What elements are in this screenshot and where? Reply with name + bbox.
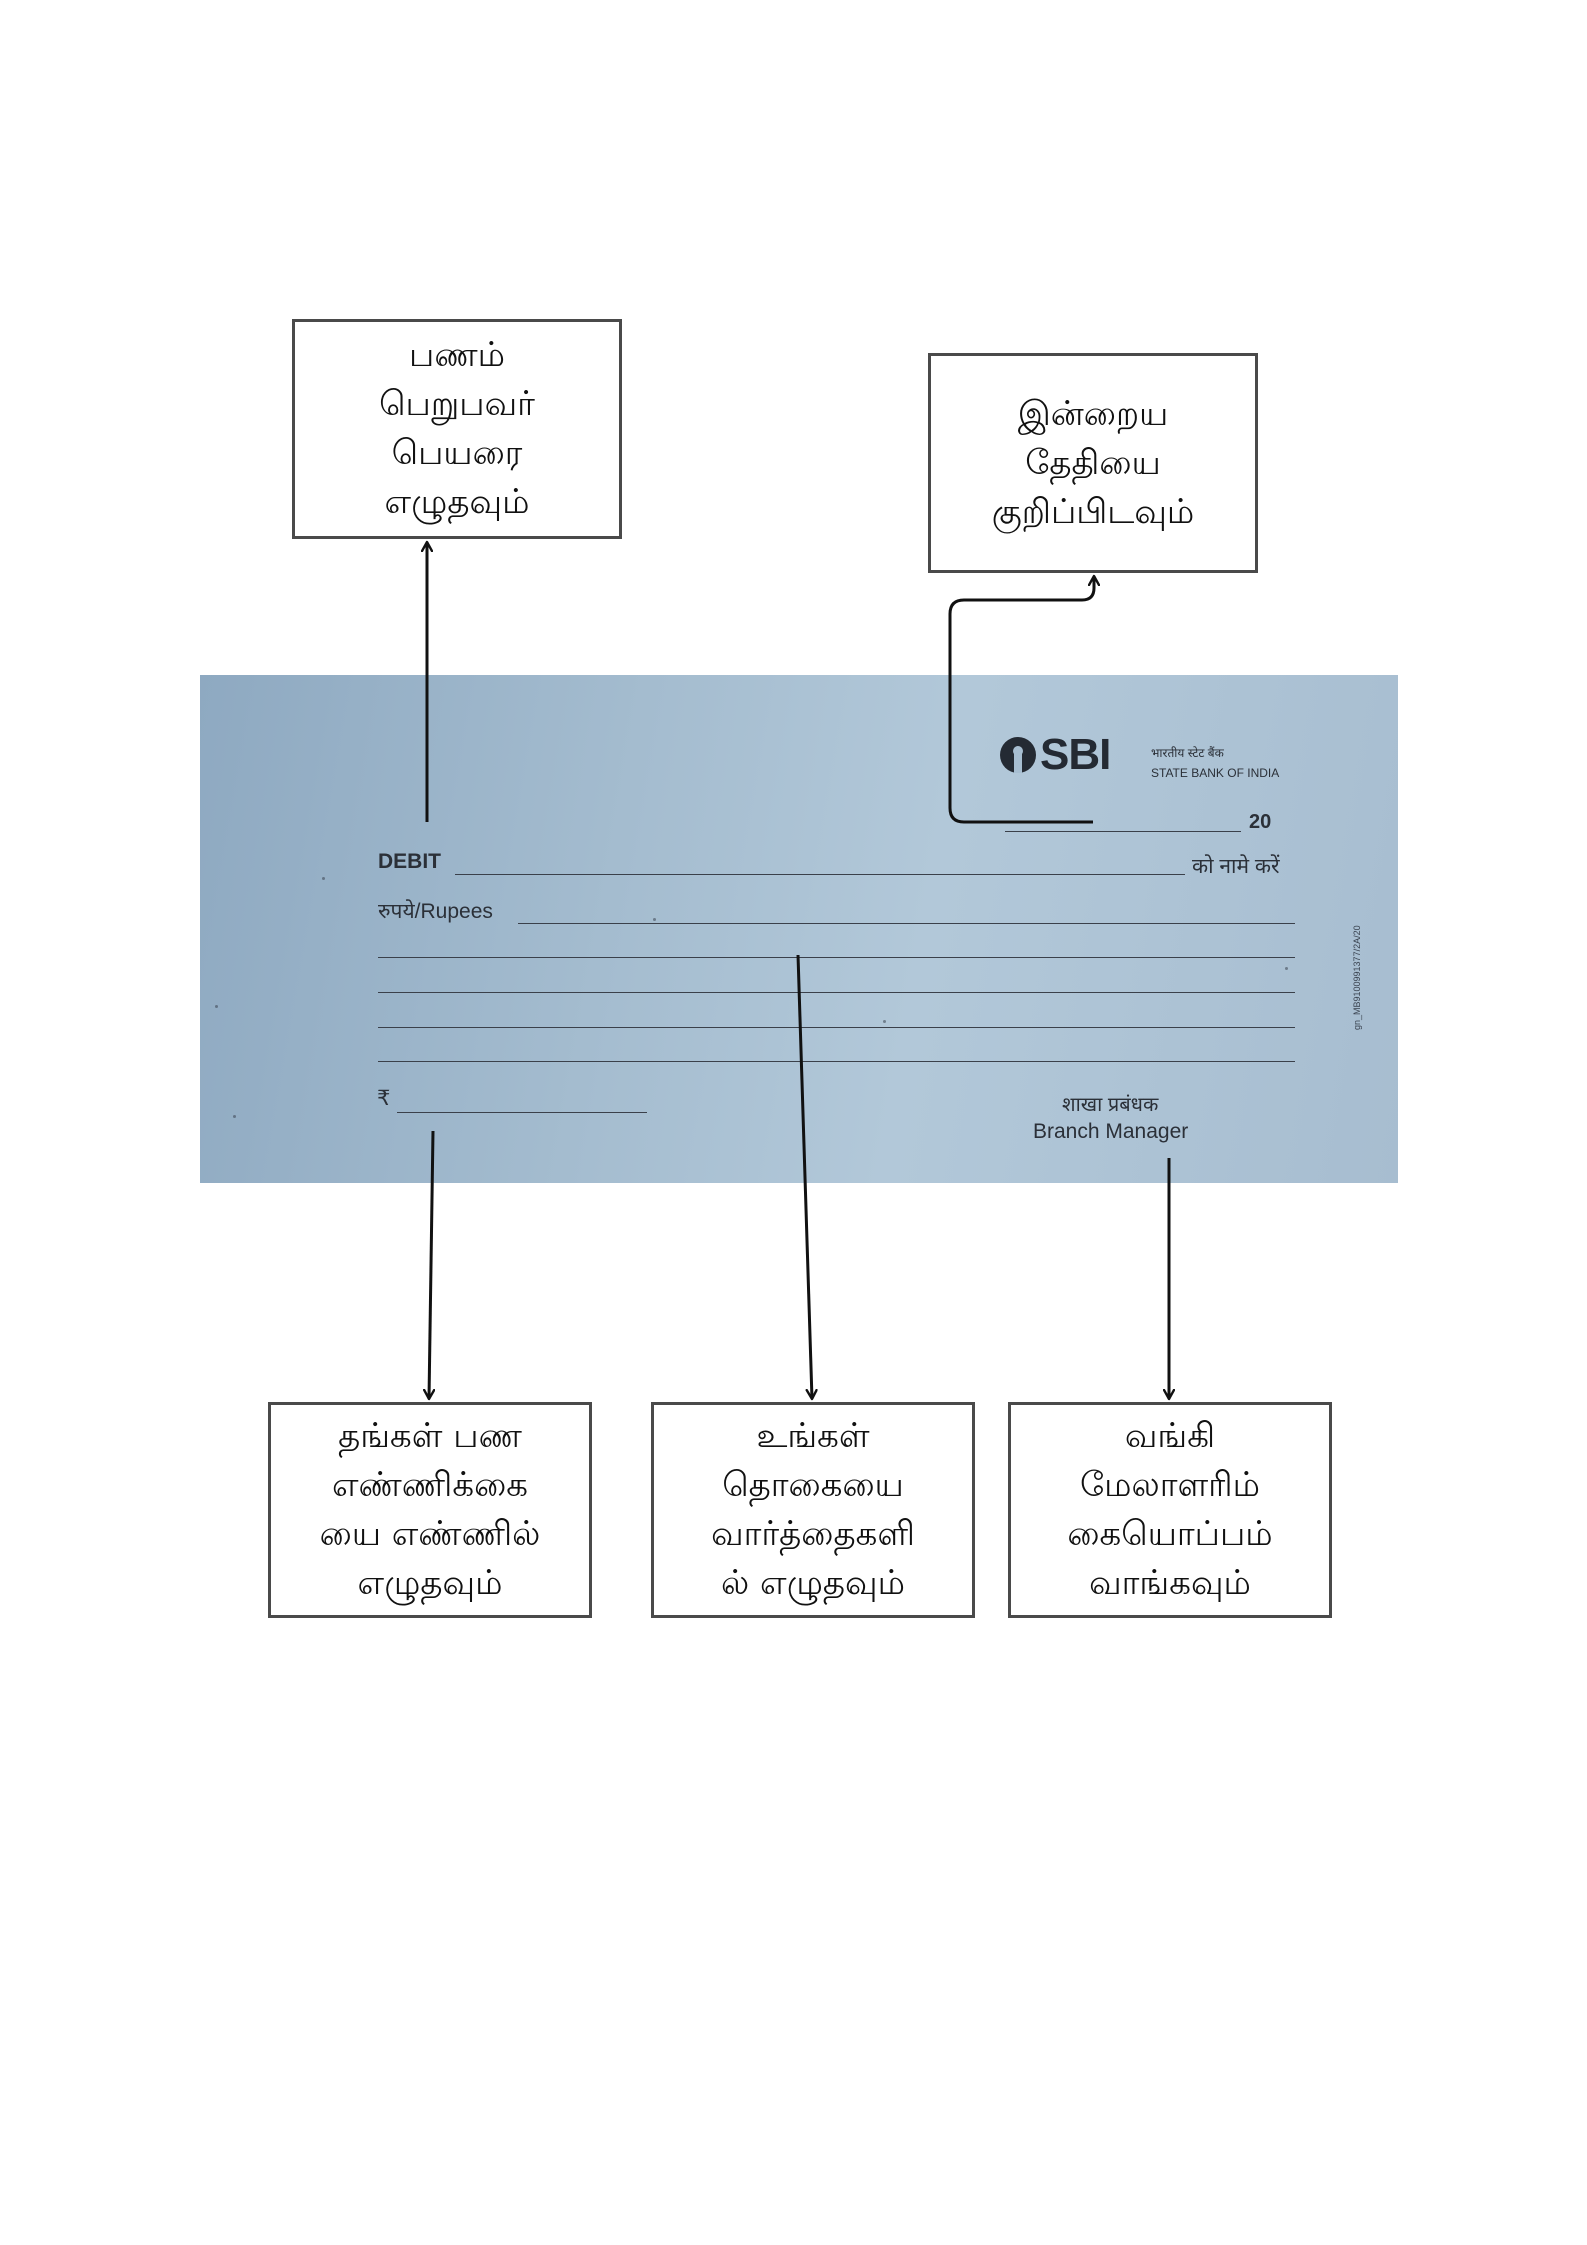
amount-words-line-1 bbox=[518, 923, 1295, 924]
sbi-logo-mark-icon bbox=[1000, 737, 1036, 773]
callout-date-text: இன்றைய தேதியை குறிப்பிடவும் bbox=[991, 393, 1195, 532]
bank-name-english: STATE BANK OF INDIA bbox=[1151, 766, 1280, 780]
callout-amount-words: உங்கள் தொகையை வார்த்தைகளி ல் எழுதவும் bbox=[651, 1402, 975, 1618]
callout-manager-signature: வங்கி மேலாளரிம் கையொப்பம் வாங்கவும் bbox=[1008, 1402, 1332, 1618]
callout-date: இன்றைய தேதியை குறிப்பிடவும் bbox=[928, 353, 1258, 573]
amount-words-line-2 bbox=[378, 957, 1295, 958]
amount-words-line-3 bbox=[378, 992, 1295, 993]
branch-manager-hindi: शाखा प्रबंधक bbox=[1062, 1094, 1159, 1116]
date-year-prefix: 20 bbox=[1249, 811, 1272, 833]
callout-manager-signature-text: வங்கி மேலாளரிம் கையொப்பம் வாங்கவும் bbox=[1067, 1416, 1273, 1603]
arrow-to-amount-words-callout bbox=[796, 954, 812, 1399]
payee-line bbox=[455, 874, 1185, 875]
date-line bbox=[1005, 831, 1241, 832]
sbi-logo: SBI bbox=[1000, 730, 1111, 780]
rupees-label: रुपये/Rupees bbox=[378, 900, 493, 923]
sbi-debit-slip: SBI भारतीय स्टेट बैंक STATE BANK OF INDI… bbox=[200, 675, 1398, 1183]
arrow-to-date-callout bbox=[948, 576, 1094, 824]
arrow-to-amount-figures-callout bbox=[429, 1130, 433, 1399]
callout-amount-words-text: உங்கள் தொகையை வார்த்தைகளி ல் எழுதவும் bbox=[711, 1416, 915, 1603]
amount-figures-line bbox=[397, 1112, 647, 1113]
callout-payee-name: பணம் பெறுபவர் பெயரை எழுதவும் bbox=[292, 319, 622, 539]
callout-amount-figures: தங்கள் பண எண்ணிக்கை யை எண்ணில் எழுதவும் bbox=[268, 1402, 592, 1618]
callout-amount-figures-text: தங்கள் பண எண்ணிக்கை யை எண்ணில் எழுதவும் bbox=[319, 1416, 541, 1603]
bank-name-block: भारतीय स्टेट बैंक STATE BANK OF INDIA bbox=[1151, 743, 1279, 783]
callout-payee-text: பணம் பெறுபவர் பெயரை எழுதவும் bbox=[379, 335, 535, 522]
branch-manager-english: Branch Manager bbox=[1033, 1120, 1189, 1143]
debit-label: DEBIT bbox=[378, 850, 441, 873]
bank-name-hindi: भारतीय स्टेट बैंक bbox=[1151, 746, 1224, 760]
amount-words-line-5 bbox=[378, 1061, 1295, 1062]
sbi-logo-text: SBI bbox=[1040, 730, 1111, 779]
rupee-symbol: ₹ bbox=[377, 1086, 391, 1110]
amount-words-line-4 bbox=[378, 1027, 1295, 1028]
debit-suffix-hindi: को नामे करें bbox=[1192, 855, 1280, 878]
